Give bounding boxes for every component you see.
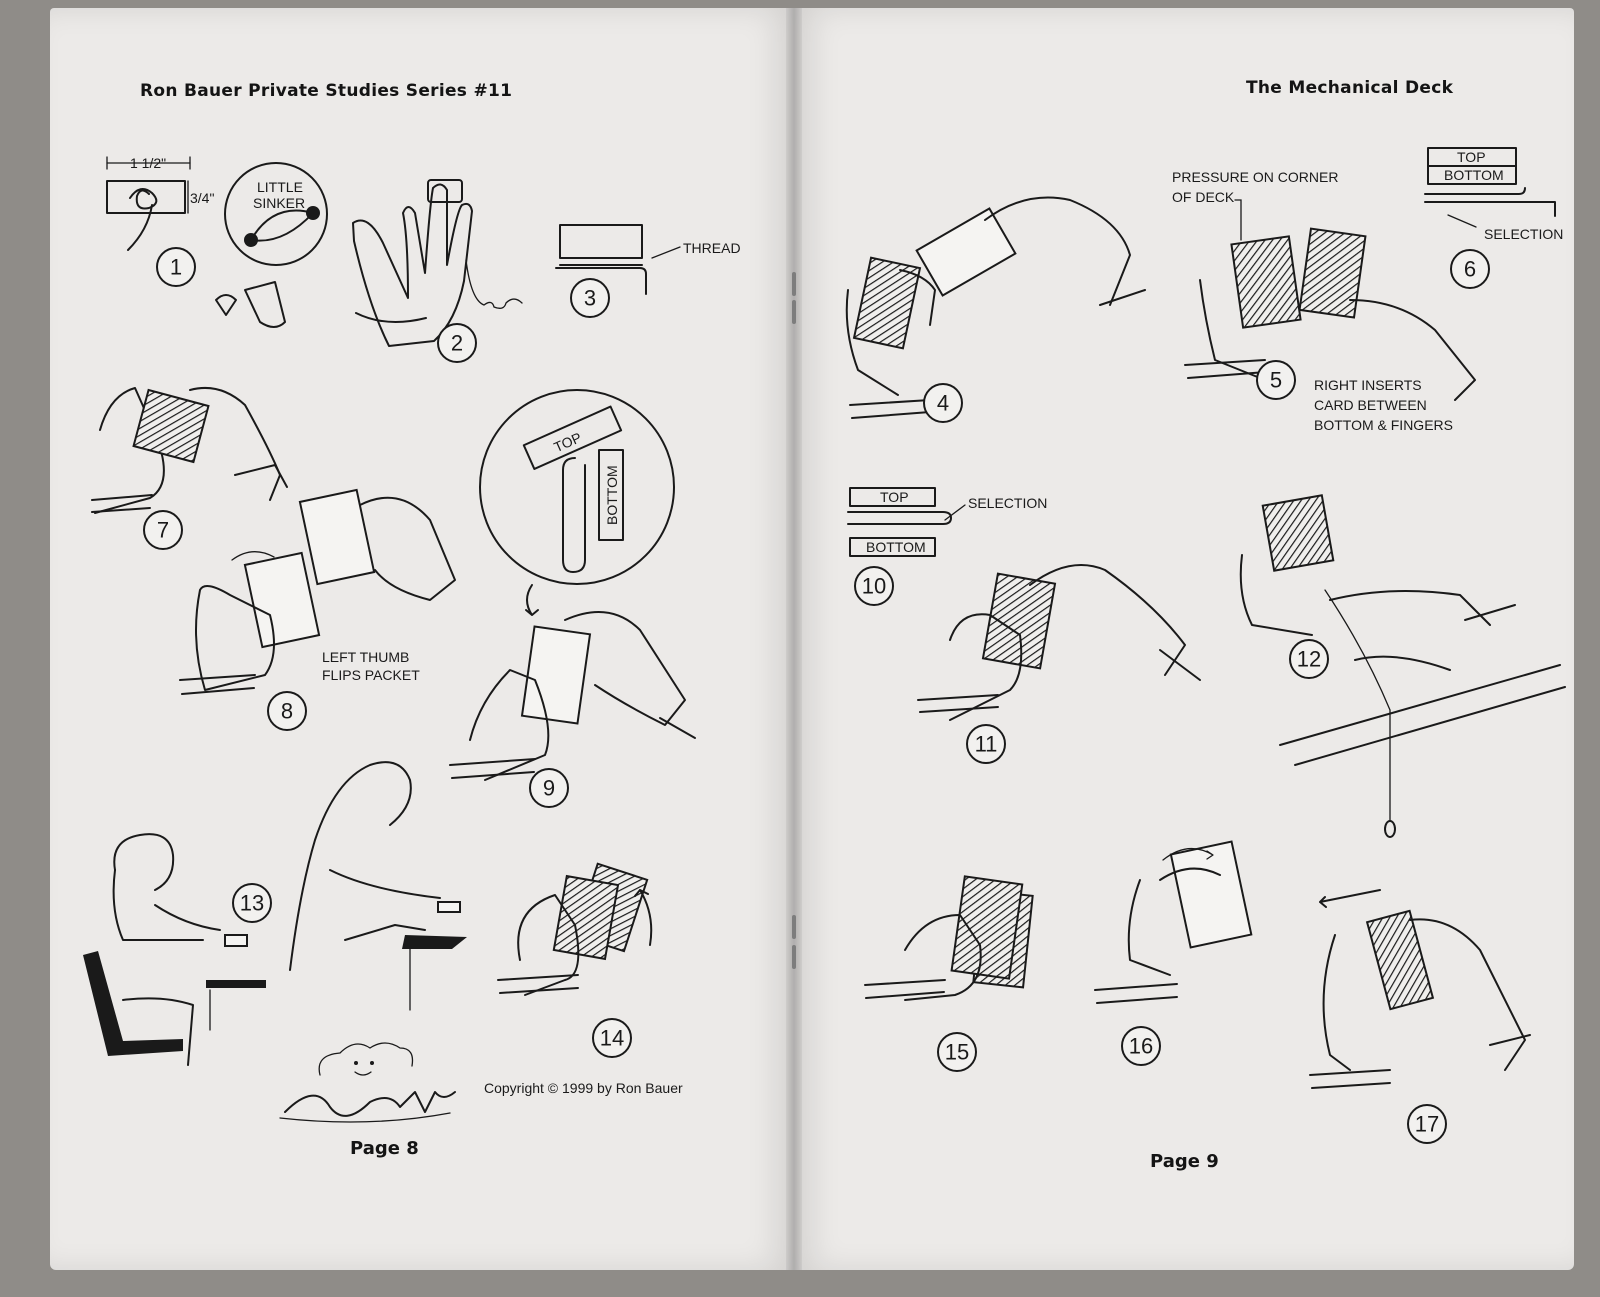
fig6-bottom-label: BOTTOM [1444, 167, 1504, 183]
figure-10-top-bottom-diagram: TOP BOTTOM SELECTION [847, 487, 1047, 557]
svg-text:17: 17 [1415, 1112, 1439, 1137]
right-page-number: Page 9 [1150, 1151, 1219, 1172]
figure-14-number: 14 [592, 1018, 632, 1058]
figure-13-number: 13 [232, 883, 272, 923]
figure-6-number: 6 [1450, 249, 1490, 289]
figure-1-magnet-diagram: 1 1/2" 3/4" [106, 155, 214, 251]
figure-14-deck-in-hand [497, 862, 653, 996]
figure-12-number: 12 [1289, 639, 1329, 679]
little-sinker-diagram: LITTLE SINKER [224, 162, 328, 266]
staple-bottom-2 [792, 945, 796, 969]
figure-3-number: 3 [570, 278, 610, 318]
svg-text:15: 15 [945, 1040, 969, 1065]
figure-7-number: 7 [143, 510, 183, 550]
svg-text:8: 8 [281, 699, 293, 724]
figure-11-number: 11 [966, 724, 1006, 764]
staple-top-2 [792, 300, 796, 324]
left-thumb-label-1: LEFT THUMB [322, 649, 409, 665]
figure-9-inset-top-bottom: TOP BOTTOM [479, 389, 675, 616]
figure-7-hands-with-deck [91, 386, 288, 514]
copyright-notice: Copyright © 1999 by Ron Bauer [484, 1080, 683, 1096]
figure-3-thread-diagram: THREAD [555, 224, 741, 295]
svg-text:7: 7 [157, 518, 169, 543]
figure-10-number: 10 [854, 566, 894, 606]
figure-17-number: 17 [1407, 1104, 1447, 1144]
fig10-top-label: TOP [880, 489, 909, 505]
staple-top [792, 272, 796, 296]
figure-16-number: 16 [1121, 1026, 1161, 1066]
figure-16-flip-card [1094, 840, 1253, 1004]
left-page-number: Page 8 [350, 1138, 419, 1159]
inset-bottom-label: BOTTOM [604, 465, 620, 525]
fig10-selection-label: SELECTION [968, 495, 1047, 511]
inserts-label-2: CARD BETWEEN [1314, 397, 1427, 413]
fig10-bottom-label: BOTTOM [866, 539, 926, 555]
svg-text:2: 2 [451, 331, 463, 356]
figure-5-pressure-on-corner: PRESSURE ON CORNER OF DECK RIGHT INSERTS… [1172, 169, 1476, 433]
figure-6-top-bottom-diagram: TOP BOTTOM SELECTION [1424, 147, 1563, 242]
pressure-label-2: OF DECK [1172, 189, 1235, 205]
svg-text:6: 6 [1464, 257, 1476, 282]
left-page: Ron Bauer Private Studies Series #11 Pag… [50, 8, 794, 1270]
staple-bottom [792, 915, 796, 939]
figure-8-thumb-flip: LEFT THUMB FLIPS PACKET [179, 488, 456, 695]
figure-15-two-packets [864, 875, 1034, 1001]
svg-text:14: 14 [600, 1026, 624, 1051]
svg-text:1: 1 [170, 255, 182, 280]
fig6-selection-label: SELECTION [1484, 226, 1563, 242]
svg-text:11: 11 [975, 732, 998, 757]
little-label: LITTLE [257, 179, 303, 195]
figure-13-performer-at-table [83, 761, 467, 1066]
inset-top-label: TOP [551, 429, 584, 455]
figure-5-number: 5 [1256, 360, 1296, 400]
figure-12-thread-table [1239, 494, 1566, 838]
figure-4-card-insert [845, 196, 1146, 419]
svg-text:5: 5 [1270, 368, 1282, 393]
left-thumb-label-2: FLIPS PACKET [322, 667, 420, 683]
dim-height-label: 3/4" [190, 190, 214, 206]
svg-text:9: 9 [543, 776, 555, 801]
svg-text:10: 10 [862, 574, 886, 599]
figure-8-number: 8 [267, 691, 307, 731]
book-gutter [786, 8, 802, 1270]
artist-signature [279, 1042, 456, 1123]
inserts-label-1: RIGHT INSERTS [1314, 377, 1422, 393]
svg-text:4: 4 [937, 391, 949, 416]
right-page: The Mechanical Deck Page 9 [794, 8, 1574, 1270]
figure-11-hands-squaring [917, 564, 1201, 721]
svg-text:13: 13 [240, 891, 264, 916]
figure-2-number: 2 [437, 323, 477, 363]
right-page-header: The Mechanical Deck [1246, 78, 1454, 98]
figure-15-number: 15 [937, 1032, 977, 1072]
svg-text:16: 16 [1129, 1034, 1153, 1059]
figure-9-number: 9 [529, 768, 569, 808]
left-page-header: Ron Bauer Private Studies Series #11 [140, 81, 513, 101]
sinker-label: SINKER [253, 195, 305, 211]
figure-9-hands [449, 611, 696, 781]
thread-label: THREAD [683, 240, 741, 256]
figure-4-number: 4 [923, 383, 963, 423]
svg-text:12: 12 [1297, 647, 1321, 672]
fig6-top-label: TOP [1457, 149, 1486, 165]
inserts-label-3: BOTTOM & FINGERS [1314, 417, 1453, 433]
figure-1-number: 1 [156, 247, 196, 287]
figure-17-deck-turn [1309, 889, 1531, 1089]
dim-width-label: 1 1/2" [130, 155, 166, 171]
pressure-label-1: PRESSURE ON CORNER [1172, 169, 1338, 185]
svg-text:3: 3 [584, 286, 596, 311]
